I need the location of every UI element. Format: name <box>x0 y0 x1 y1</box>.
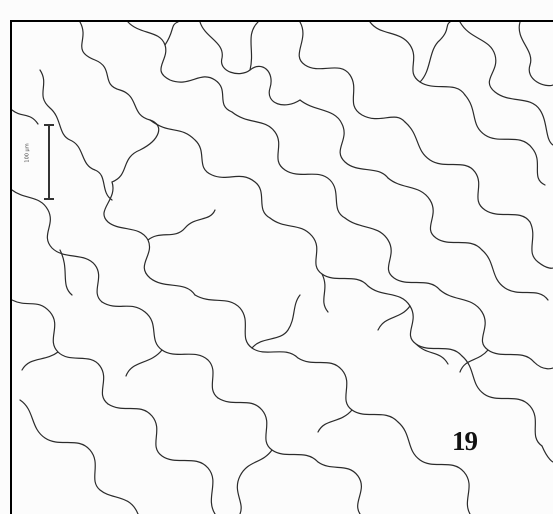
scale-bar-label: 100 µm <box>25 143 31 162</box>
scale-bar-cap-bottom <box>44 198 54 200</box>
plate-border-left <box>10 20 12 514</box>
plate-number: 19 <box>452 426 477 457</box>
plate-border-top <box>10 20 553 22</box>
scale-bar <box>48 124 50 200</box>
